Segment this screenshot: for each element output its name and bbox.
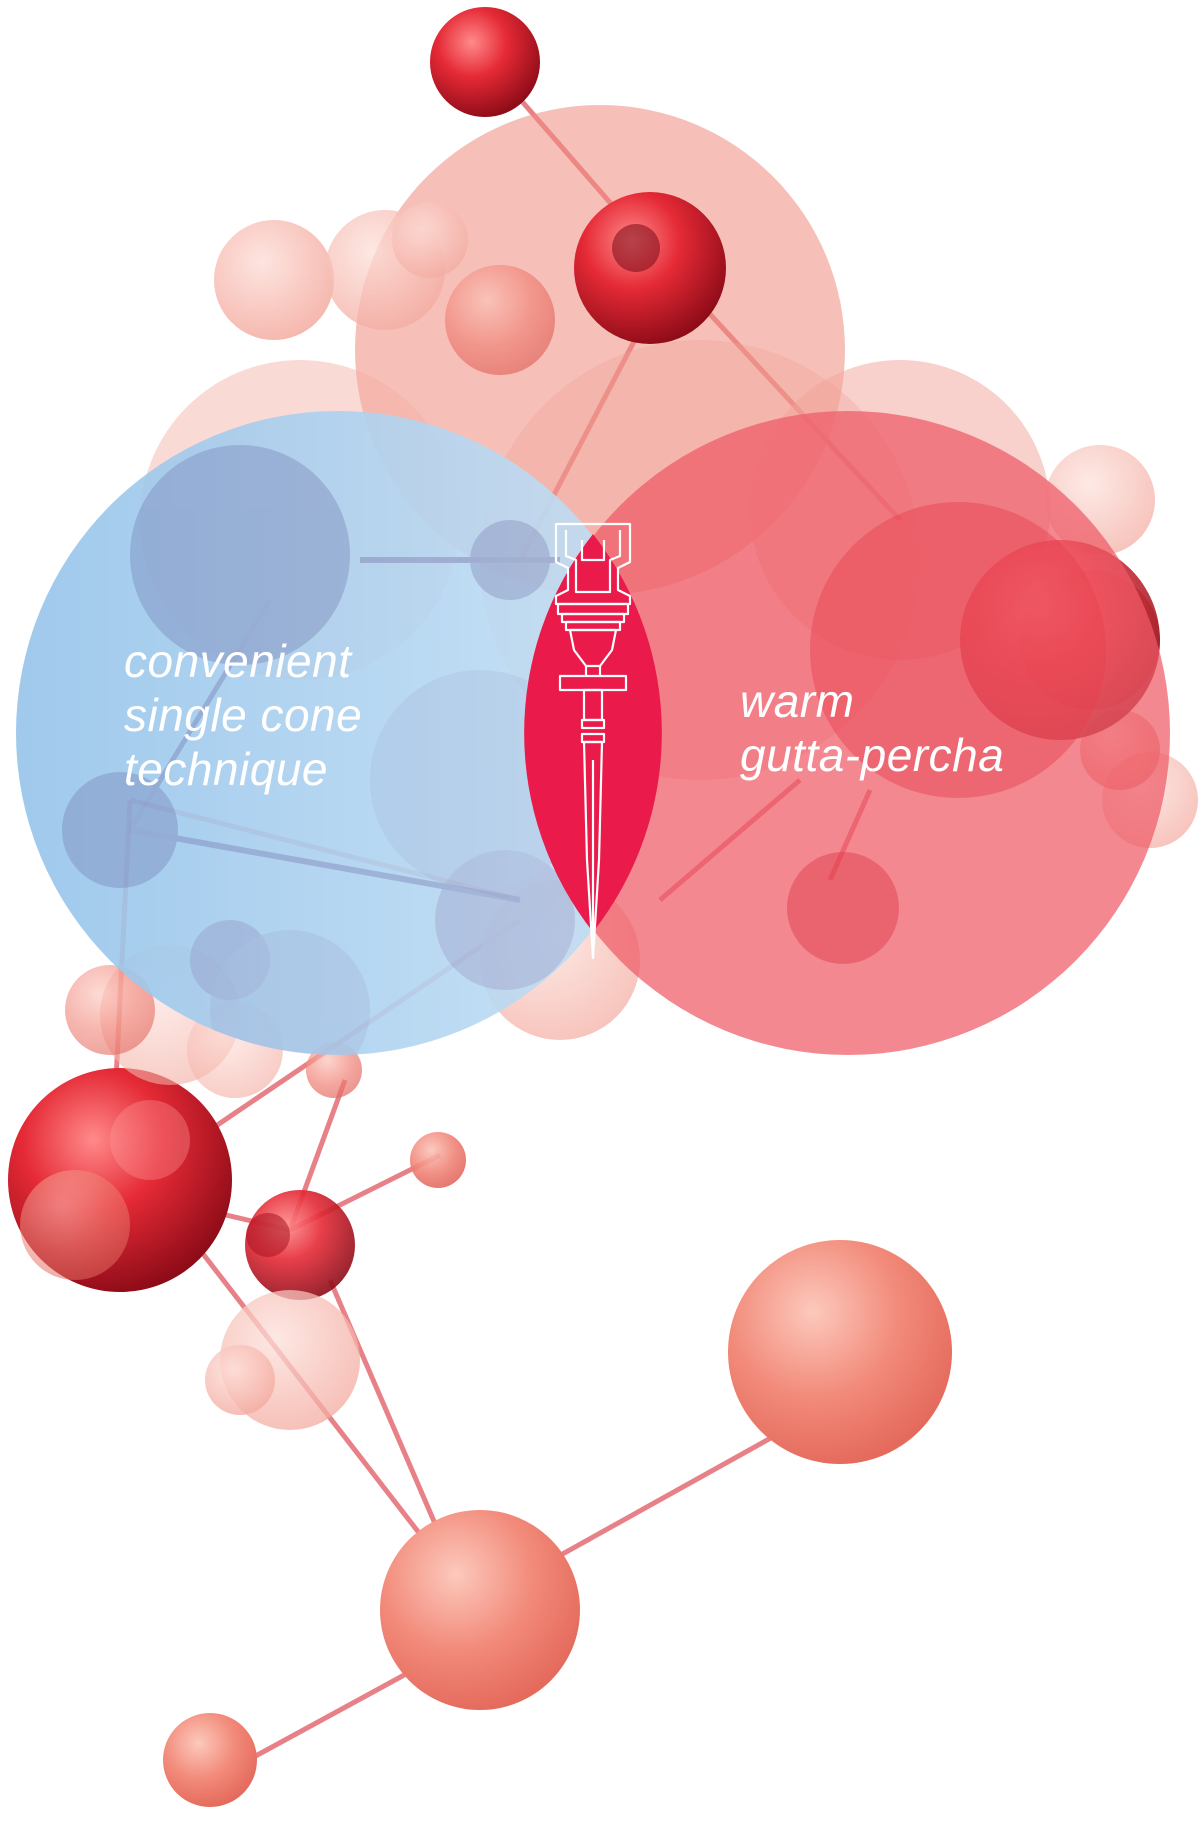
label-single-cone-line-3: technique — [124, 743, 328, 795]
label-single-cone: convenient single cone technique — [124, 634, 362, 796]
needle-tip-icon — [554, 522, 632, 960]
label-warm-line-2: gutta-percha — [740, 729, 1005, 781]
right-circle-small-sphere — [787, 852, 899, 964]
venn-right-circle — [526, 411, 1170, 1055]
venn-left-circle — [16, 411, 660, 1055]
label-single-cone-line-2: single cone — [124, 689, 363, 741]
label-warm-gutta-percha: warm gutta-percha — [740, 674, 1004, 782]
label-warm-line-1: warm — [740, 675, 855, 727]
venn-left-circle-group — [16, 411, 660, 1055]
label-single-cone-line-1: convenient — [124, 635, 352, 687]
venn-right-circle-group — [526, 411, 1170, 1055]
right-circle-inner-sphere — [810, 502, 1106, 798]
